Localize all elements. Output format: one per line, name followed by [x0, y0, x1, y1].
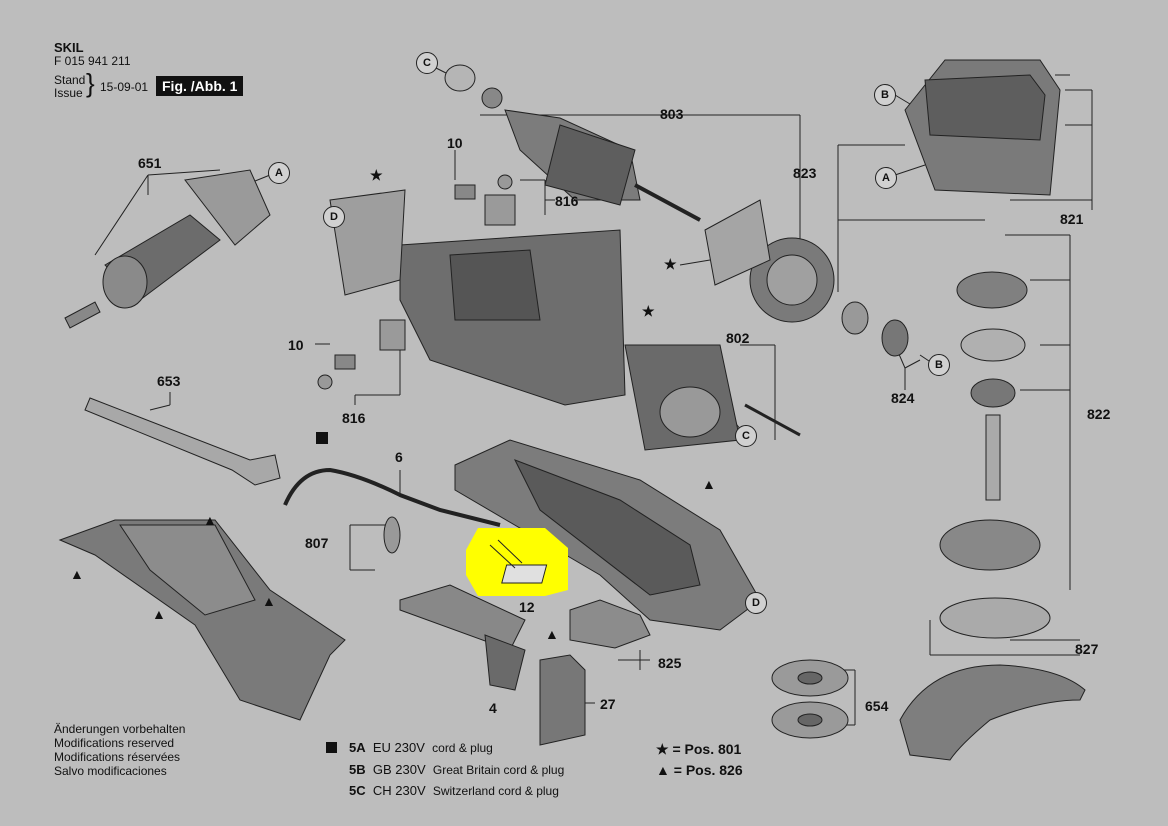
callout-c-bottom: C — [735, 425, 757, 447]
stand-label: Stand — [54, 73, 86, 87]
label-803: 803 — [660, 106, 684, 122]
callout-b-bottom: B — [928, 354, 950, 376]
triangle-marker: ▲ — [545, 626, 559, 642]
callout-a-left: A — [268, 162, 290, 184]
star-icon: ★ — [656, 741, 669, 757]
callout-d-left: D — [323, 206, 345, 228]
triangle-marker: ▲ — [70, 566, 84, 582]
issue-label: Issue — [54, 86, 83, 100]
callout-b-top: B — [874, 84, 896, 106]
label-821: 821 — [1060, 211, 1084, 227]
callout-a-right: A — [875, 167, 897, 189]
legend-marker-square — [326, 742, 337, 753]
legend-voltage: EU 230V — [372, 740, 425, 755]
legend-code: 5A — [349, 740, 366, 755]
label-6: 6 — [395, 449, 403, 465]
figure-label: Fig. /Abb. 1 — [156, 76, 244, 96]
legend-voltage: CH 230V — [372, 783, 426, 798]
cord-marker-square — [316, 432, 328, 444]
legend-desc: Great Britain cord & plug — [432, 763, 565, 777]
part-number: F 015 941 211 — [54, 54, 131, 68]
note-es: Salvo modificaciones — [54, 764, 167, 778]
pos-legend-801: ★ = Pos. 801 — [656, 741, 741, 758]
note-de: Änderungen vorbehalten — [54, 722, 186, 736]
label-816-bottom: 816 — [342, 410, 366, 426]
legend-row-5b: 5B GB 230V Great Britain cord & plug — [349, 762, 564, 777]
issue-date: 15-09-01 — [100, 80, 149, 94]
callout-d-right: D — [745, 592, 767, 614]
label-802: 802 — [726, 330, 750, 346]
label-822: 822 — [1087, 406, 1111, 422]
star-marker: ★ — [642, 303, 655, 319]
legend-desc: cord & plug — [432, 741, 493, 755]
legend-desc: Switzerland cord & plug — [432, 784, 559, 798]
label-4: 4 — [489, 700, 497, 716]
legend-voltage: GB 230V — [372, 762, 426, 777]
triangle-icon: ▲ — [656, 762, 670, 778]
label-12: 12 — [519, 599, 535, 615]
pos-legend-text: = Pos. 801 — [672, 741, 742, 757]
star-marker: ★ — [664, 256, 677, 272]
triangle-marker: ▲ — [203, 512, 217, 528]
brand-name: SKIL — [54, 40, 84, 55]
triangle-marker: ▲ — [152, 606, 166, 622]
highlight-part-12 — [466, 528, 568, 596]
triangle-marker: ▲ — [262, 593, 276, 609]
label-827: 827 — [1075, 641, 1099, 657]
label-10-bottom: 10 — [288, 337, 304, 353]
pos-legend-text: = Pos. 826 — [673, 762, 743, 778]
legend-code: 5B — [349, 762, 366, 777]
legend-code: 5C — [349, 783, 366, 798]
note-en: Modifications reserved — [54, 736, 175, 750]
legend-row-5a: 5A EU 230V cord & plug — [326, 740, 493, 755]
label-824: 824 — [891, 390, 915, 406]
label-651: 651 — [138, 155, 162, 171]
note-fr: Modifications réservées — [54, 750, 181, 764]
label-653: 653 — [157, 373, 181, 389]
star-marker: ★ — [370, 167, 383, 183]
label-654: 654 — [865, 698, 889, 714]
callout-c-top: C — [416, 52, 438, 74]
label-27: 27 — [600, 696, 616, 712]
brace-symbol: } — [86, 68, 95, 98]
triangle-marker: ▲ — [702, 476, 716, 492]
label-807: 807 — [305, 535, 329, 551]
label-10-top: 10 — [447, 135, 463, 151]
label-823: 823 — [793, 165, 817, 181]
pos-legend-826: ▲ = Pos. 826 — [656, 762, 743, 778]
label-816-top: 816 — [555, 193, 579, 209]
legend-row-5c: 5C CH 230V Switzerland cord & plug — [349, 783, 559, 798]
label-825: 825 — [658, 655, 682, 671]
